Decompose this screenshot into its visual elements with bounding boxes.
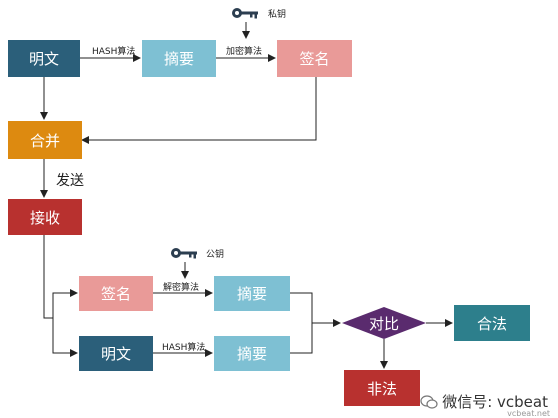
send-label: 发送 xyxy=(56,173,84,189)
illegal-node: 非法 xyxy=(344,370,420,406)
key-icon xyxy=(171,248,197,259)
decrypt-label: 解密算法 xyxy=(163,283,200,293)
watermark-sub: vcbeat.net xyxy=(507,409,550,418)
digest-node-bottom-2: 摘要 xyxy=(214,336,290,371)
hash-label-top: HASH算法 xyxy=(92,47,136,57)
digest-node-top: 摘要 xyxy=(142,40,216,77)
legal-node: 合法 xyxy=(454,305,530,341)
merge-node: 合并 xyxy=(8,121,82,159)
receive-node: 接收 xyxy=(8,199,82,235)
hash-label-bottom: HASH算法 xyxy=(162,343,206,353)
public-key-label: 公钥 xyxy=(206,250,225,260)
wechat-icon xyxy=(420,394,438,409)
private-key-label: 私钥 xyxy=(268,10,287,20)
digest-node-bottom-1: 摘要 xyxy=(214,276,290,311)
key-icon xyxy=(232,8,258,19)
encrypt-label: 加密算法 xyxy=(226,47,263,57)
compare-label: 对比 xyxy=(368,314,399,333)
signature-node-bottom: 签名 xyxy=(79,276,153,311)
watermark: 微信号: vcbeat xyxy=(420,391,548,412)
plaintext-node-bottom: 明文 xyxy=(79,336,153,371)
plaintext-node-top: 明文 xyxy=(8,40,80,77)
compare-diamond xyxy=(342,307,426,339)
signature-node-top: 签名 xyxy=(277,40,352,77)
watermark-text: 微信号: vcbeat xyxy=(442,393,548,411)
